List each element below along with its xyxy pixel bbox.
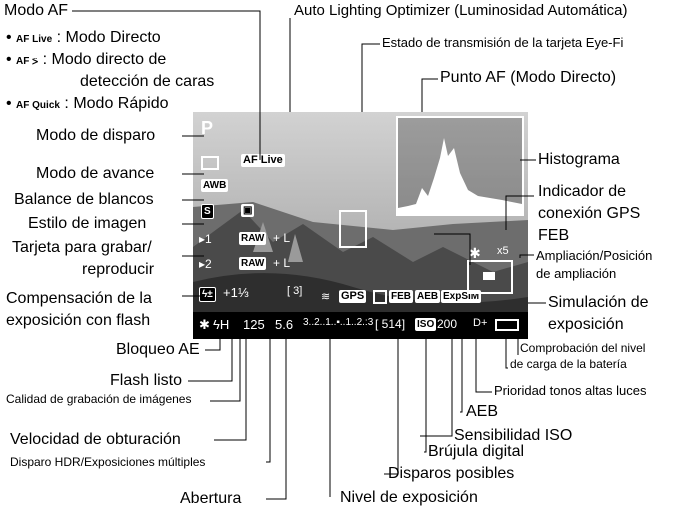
battery-icon xyxy=(495,319,519,331)
label-eyefi: Estado de transmisión de la tarjeta Eye-… xyxy=(382,35,624,50)
viewfinder-screen: P AF Live AWB S ▣ ▸1 RAW + L ▸2 RAW + L … xyxy=(193,112,528,339)
label-tarjeta-1: Tarjeta para grabar/ xyxy=(12,239,152,256)
label-modo-af: Modo AF xyxy=(4,2,69,19)
picture-style-icon: S xyxy=(201,204,214,219)
feb-icon: FEB xyxy=(389,290,413,303)
label-nivel: Nivel de exposición xyxy=(340,489,478,506)
af-quick-symbol: AF Quick xyxy=(16,100,60,111)
eyefi-icon: ≋ xyxy=(321,291,331,303)
af-live-icon: AF Live xyxy=(241,154,285,167)
label-bat-2: de carga de la batería xyxy=(510,357,627,371)
label-hdr: Disparo HDR/Exposiciones múltiples xyxy=(10,455,206,469)
label-comp-2: exposición con flash xyxy=(6,312,151,329)
card2-icon: ▸2 xyxy=(199,257,212,271)
label-sim-2: exposición xyxy=(548,316,624,333)
label-disparos: Disparos posibles xyxy=(388,465,515,482)
flash-comp-value: +1⅓ xyxy=(223,285,249,300)
quality-l-2: + L xyxy=(273,256,291,270)
label-punto-af: Punto AF (Modo Directo) xyxy=(440,69,617,86)
bullet-face-detect-cont: detección de caras xyxy=(80,73,215,90)
label-flash: Flash listo xyxy=(110,372,183,389)
zoom-value: x5 xyxy=(497,245,509,257)
label-tarjeta-2: reproducir xyxy=(82,261,155,278)
flash-ready-icon: ϟH xyxy=(213,317,230,332)
highlight-priority-icon: D+ xyxy=(473,317,488,329)
label-estilo: Estilo de imagen xyxy=(28,215,147,232)
digital-compass-icon xyxy=(373,290,387,304)
shooting-mode-icon: P xyxy=(201,118,214,138)
af-point-frame xyxy=(339,210,367,248)
face-detect-symbol: AF ⍩ xyxy=(16,56,39,67)
iso-value: 200 xyxy=(437,317,458,331)
quality-l-1: + L xyxy=(273,231,291,245)
card1-icon: ▸1 xyxy=(199,232,212,246)
ae-lock-icon: ✱ xyxy=(199,317,210,332)
raw-icon-2: RAW xyxy=(239,257,267,270)
magnification-frame xyxy=(467,260,513,294)
aeb-icon: AEB xyxy=(415,290,441,303)
label-abertura: Abertura xyxy=(180,490,242,507)
label-prioridad: Prioridad tonos altas luces xyxy=(494,383,647,398)
shots-remaining: [ 514] xyxy=(375,317,406,331)
label-alo: Auto Lighting Optimizer (Luminosidad Aut… xyxy=(294,2,628,19)
label-iso: Sensibilidad ISO xyxy=(454,427,573,444)
histogram-box xyxy=(396,116,524,216)
label-sim-1: Simulación de xyxy=(548,294,649,311)
bullet-af-live: • AF Live : Modo Directo xyxy=(6,29,161,46)
label-ampl-2: de ampliación xyxy=(536,266,617,281)
iso-icon: ISO xyxy=(415,318,437,331)
label-aeb: AEB xyxy=(466,403,499,420)
bullet-af-quick: • AF Quick : Modo Rápido xyxy=(6,95,169,112)
label-modo-disparo: Modo de disparo xyxy=(36,127,156,144)
exposure-scale: 3..2..1..▪..1..2.:3 xyxy=(303,317,374,328)
label-gps-1: Indicador de xyxy=(538,183,627,200)
label-gps-2: conexión GPS xyxy=(538,205,641,222)
label-balance: Balance de blancos xyxy=(14,191,154,208)
bullet-face-detect: • AF ⍩ : Modo directo de xyxy=(6,51,167,68)
label-comp-1: Compensación de la xyxy=(6,290,152,307)
raw-icon-1: RAW xyxy=(239,232,267,245)
label-velocidad: Velocidad de obturación xyxy=(10,431,181,448)
label-modo-avance: Modo de avance xyxy=(36,165,155,182)
drive-mode-icon xyxy=(201,156,219,170)
hdr-icon: [ 3] xyxy=(287,285,303,297)
histogram-graph xyxy=(398,138,522,214)
label-bat-1: Comprobación del nivel xyxy=(520,341,646,355)
gps-icon: GPS xyxy=(339,290,367,303)
label-bloqueo: Bloqueo AE xyxy=(116,341,200,358)
label-calidad: Calidad de grabación de imágenes xyxy=(6,392,192,406)
label-histograma: Histograma xyxy=(538,151,620,168)
info-bar xyxy=(193,312,528,339)
flash-comp-icon: ϟ± xyxy=(199,287,216,302)
label-feb: FEB xyxy=(538,227,570,244)
shutter-speed: 125 xyxy=(243,317,265,332)
star-icon: ✱ xyxy=(469,245,481,261)
white-balance-icon: AWB xyxy=(201,179,229,192)
aperture-value: 5.6 xyxy=(275,317,294,332)
label-brujula: Brújula digital xyxy=(428,443,525,460)
af-live-symbol: AF Live xyxy=(16,34,53,45)
auto-lighting-icon: ▣ xyxy=(241,204,255,217)
label-ampl-1: Ampliación/Posición xyxy=(536,248,653,263)
